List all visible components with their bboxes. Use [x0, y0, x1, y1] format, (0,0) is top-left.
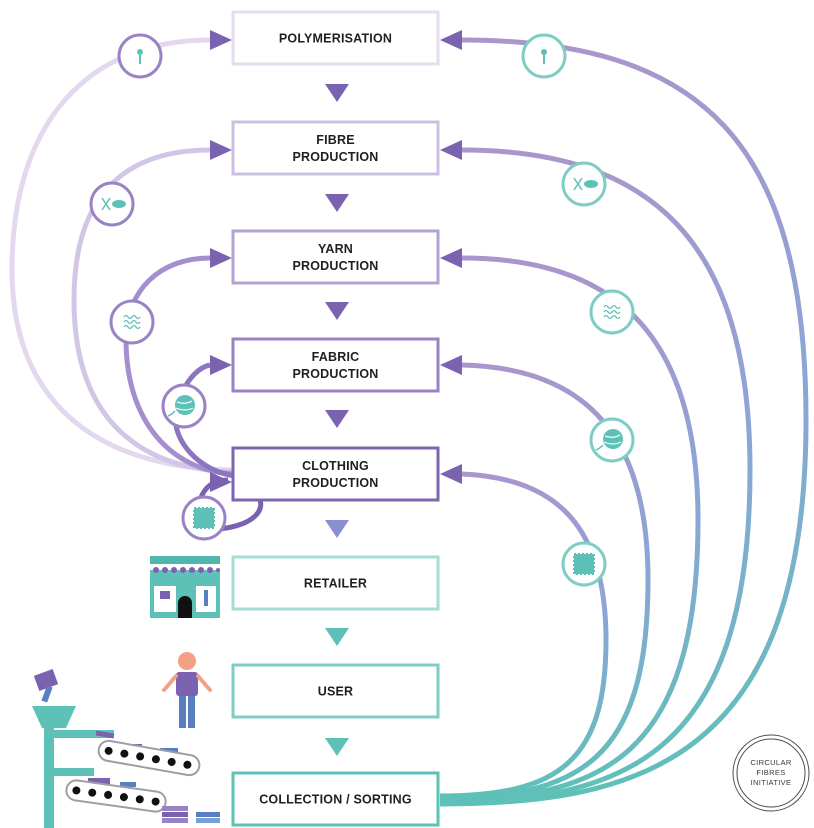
loop-icons: [89, 33, 635, 587]
loop-right-polymerisation: [439, 37, 809, 807]
fibre-icon-right: [561, 161, 607, 207]
stage-label-user: USER: [318, 685, 354, 699]
yarn-icon-left: [109, 299, 155, 345]
polymer-icon-left: [117, 33, 163, 79]
loop-left-polymerisation: [9, 37, 237, 473]
arrowhead-right-fibre: [440, 140, 462, 160]
clothing-icon-right: [561, 541, 607, 587]
arrowhead-right-polymerisation: [440, 30, 462, 50]
stage-box-fabric: FABRIC PRODUCTION: [231, 337, 440, 393]
retailer-shop-icon: [150, 556, 220, 618]
flow-arrow-6: [325, 628, 349, 646]
stage-label-fibre: PRODUCTION: [292, 150, 378, 164]
loop-left-fibre: [71, 147, 237, 475]
left-loops: [9, 37, 264, 533]
arrowhead-left-fabric: [210, 355, 232, 375]
clothing-icon-left: [181, 495, 227, 541]
arrowhead-left-polymerisation: [210, 30, 232, 50]
fabric-icon-right: [589, 417, 635, 463]
right-loops: [439, 37, 809, 807]
flow-arrow-1: [325, 84, 349, 102]
polymer-icon-right: [521, 33, 567, 79]
stage-box-yarn: YARN PRODUCTION: [231, 229, 440, 285]
fibre-icon-left: [89, 181, 135, 227]
stage-box-frame: [231, 120, 440, 176]
flow-arrow-7: [325, 738, 349, 756]
sorting-machine-icon: [32, 669, 220, 828]
logo-line-3: INITIATIVE: [751, 778, 792, 787]
stage-label-fibre: FIBRE: [316, 133, 355, 147]
stage-box-frame: [231, 446, 440, 502]
stage-box-user: USER: [231, 663, 440, 719]
loop-right-yarn: [439, 255, 701, 803]
loop-right-fabric: [439, 362, 651, 801]
arrowhead-right-clothing: [440, 464, 462, 484]
loop-arrowheads: [210, 30, 462, 492]
loop-right-clothing: [439, 471, 609, 799]
stage-label-yarn: YARN: [318, 242, 353, 256]
yarn-icon-right: [589, 289, 635, 335]
stage-label-retailer: RETAILER: [304, 577, 367, 591]
flow-arrows: [325, 84, 349, 756]
stage-box-retailer: RETAILER: [231, 555, 440, 611]
flow-arrow-2: [325, 194, 349, 212]
stage-box-frame: [231, 10, 440, 66]
stage-label-clothing: CLOTHING: [302, 459, 369, 473]
stage-boxes: POLYMERISATION FIBRE PRODUCTION YARN PRODUCT…: [231, 10, 440, 827]
stage-box-clothing: CLOTHING PRODUCTION: [231, 446, 440, 502]
flow-arrow-5: [325, 520, 349, 538]
circular-fibres-initiative-logo: CIRCULAR FIBRES INITIATIVE: [732, 734, 810, 812]
arrowhead-left-yarn: [210, 248, 232, 268]
stage-box-frame: [231, 771, 440, 827]
stage-label-fabric: FABRIC: [312, 350, 360, 364]
stage-label-polymerisation: POLYMERISATION: [279, 32, 392, 46]
stage-box-frame: [231, 663, 440, 719]
logo-line-2: FIBRES: [756, 768, 785, 777]
arrowhead-left-clothing: [210, 472, 232, 492]
fabric-icon-left: [161, 383, 207, 429]
stage-label-fabric: PRODUCTION: [292, 367, 378, 381]
loop-right-fibre: [439, 147, 753, 805]
flow-arrow-3: [325, 302, 349, 320]
logo-line-1: CIRCULAR: [750, 758, 791, 767]
stage-label-clothing: PRODUCTION: [292, 476, 378, 490]
stage-box-fibre: FIBRE PRODUCTION: [231, 120, 440, 176]
stage-label-collection: COLLECTION / SORTING: [259, 793, 412, 807]
stage-box-collection: COLLECTION / SORTING: [231, 771, 440, 827]
arrowhead-left-fibre: [210, 140, 232, 160]
stage-box-frame: [231, 555, 440, 611]
user-person-icon: [162, 652, 212, 728]
arrowhead-right-fabric: [440, 355, 462, 375]
stage-box-polymerisation: POLYMERISATION: [231, 10, 440, 66]
stage-label-yarn: PRODUCTION: [292, 259, 378, 273]
arrowhead-right-yarn: [440, 248, 462, 268]
flow-arrow-4: [325, 410, 349, 428]
stage-box-frame: [231, 229, 440, 285]
stage-box-frame: [231, 337, 440, 393]
